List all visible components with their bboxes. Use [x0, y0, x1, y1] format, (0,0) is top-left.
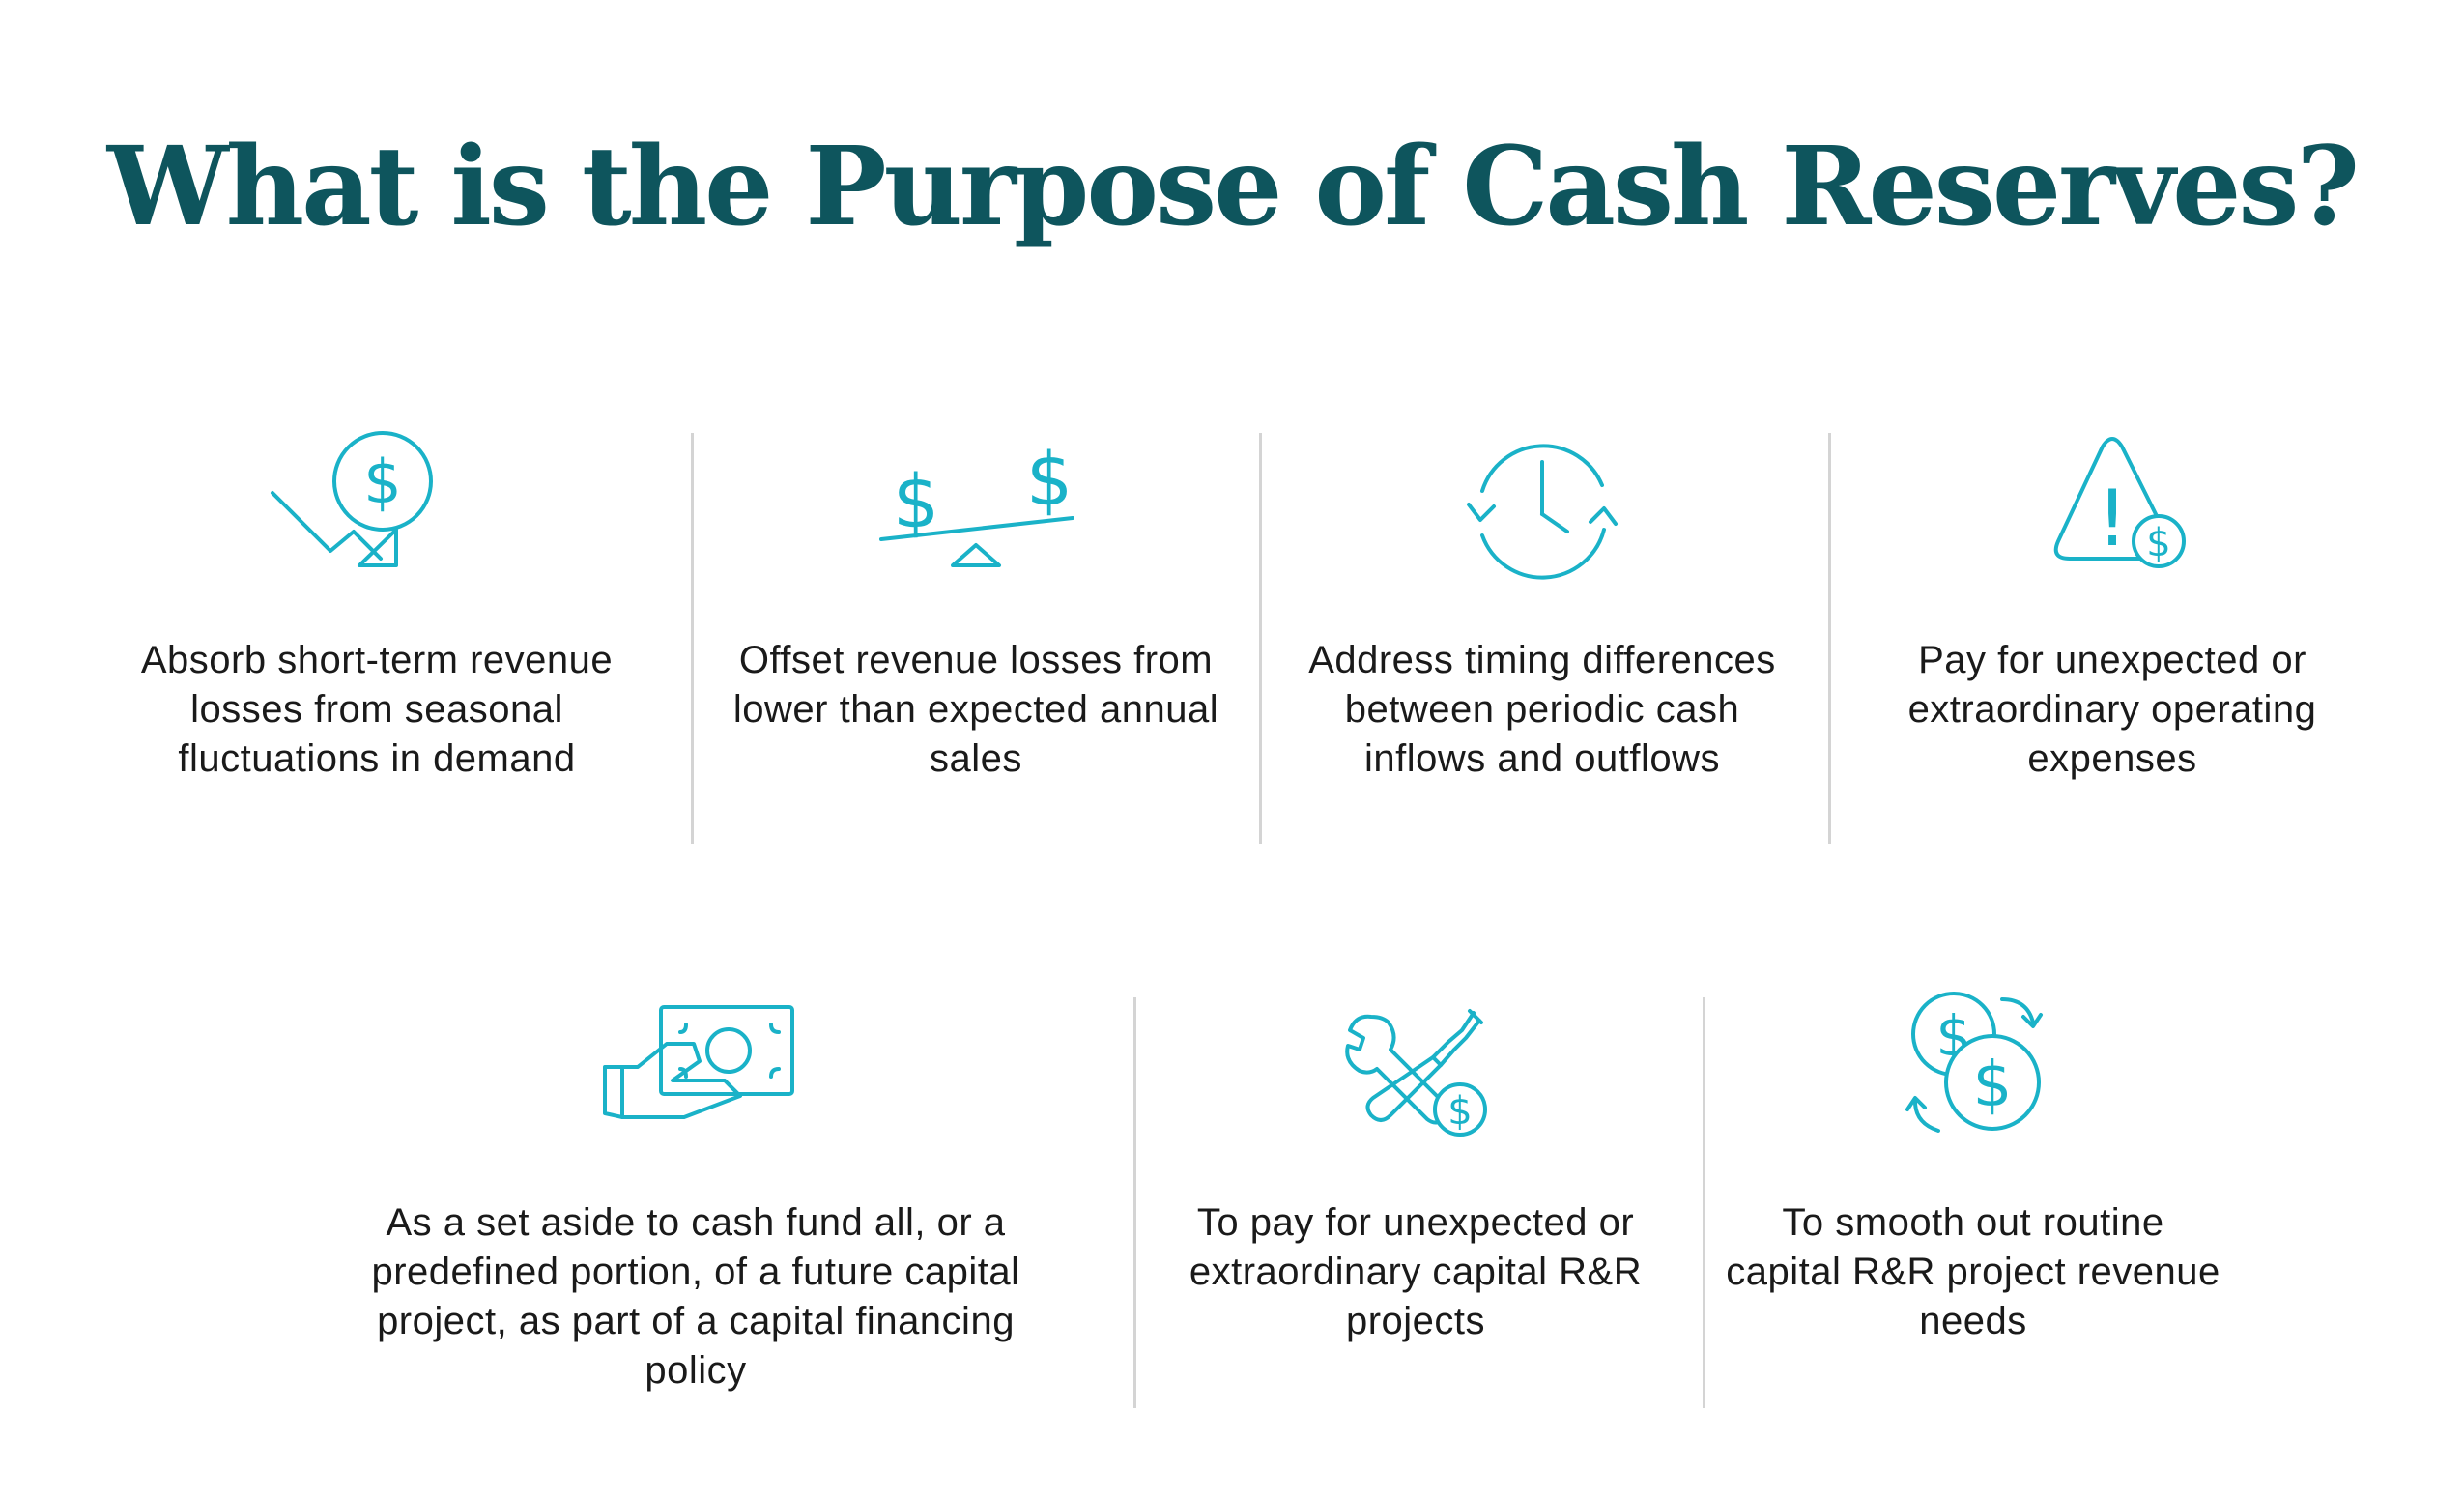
svg-text:$: $: [363, 447, 401, 517]
purpose-item: $ $ Offset revenue losses from lower tha…: [725, 425, 1227, 784]
divider: [1133, 997, 1136, 1408]
svg-text:$: $: [1026, 436, 1073, 522]
clock-cycle-icon: [1426, 425, 1658, 599]
purpose-item: $ Absorb short-term revenue losses from …: [126, 425, 628, 784]
svg-text:$: $: [893, 458, 939, 544]
page-title: What is the Purpose of Cash Reserves?: [106, 124, 2360, 250]
purpose-text: Pay for unexpected or extraordinary oper…: [1907, 639, 2317, 780]
purpose-text: As a set aside to cash fund all, or a pr…: [371, 1201, 1020, 1392]
purpose-text: Offset revenue losses from lower than ex…: [732, 639, 1219, 780]
purpose-text: Address timing differences between perio…: [1308, 639, 1776, 780]
dollar-balance-scale-icon: $ $: [860, 425, 1092, 599]
dollar-down-arrow-icon: $: [261, 425, 493, 599]
purpose-item: $ $ To smooth out routine capital R&R pr…: [1722, 988, 2224, 1346]
svg-text:$: $: [1447, 1089, 1472, 1134]
divider: [691, 433, 694, 844]
divider: [1828, 433, 1831, 844]
svg-text:!: !: [2097, 474, 2128, 563]
divider: [1703, 997, 1705, 1408]
purpose-item: $ To pay for unexpected or extraordinary…: [1164, 988, 1667, 1346]
purpose-text: Absorb short-term revenue losses from se…: [140, 639, 614, 780]
purpose-text: To smooth out routine capital R&R projec…: [1726, 1201, 2220, 1342]
divider: [1259, 433, 1262, 844]
purpose-text: To pay for unexpected or extraordinary c…: [1189, 1201, 1643, 1342]
svg-text:$: $: [2146, 521, 2170, 565]
warning-dollar-icon: ! $: [1996, 425, 2228, 599]
coins-cycle-icon: $ $: [1857, 988, 2089, 1162]
purpose-item: ! $ Pay for unexpected or extraordinary …: [1861, 425, 2364, 784]
purpose-item: Address timing differences between perio…: [1291, 425, 1793, 784]
svg-text:$: $: [1973, 1050, 2013, 1121]
hand-cash-icon: [580, 988, 812, 1162]
wrench-screwdriver-dollar-icon: $: [1300, 988, 1532, 1162]
purpose-item: As a set aside to cash fund all, or a pr…: [329, 988, 1063, 1396]
